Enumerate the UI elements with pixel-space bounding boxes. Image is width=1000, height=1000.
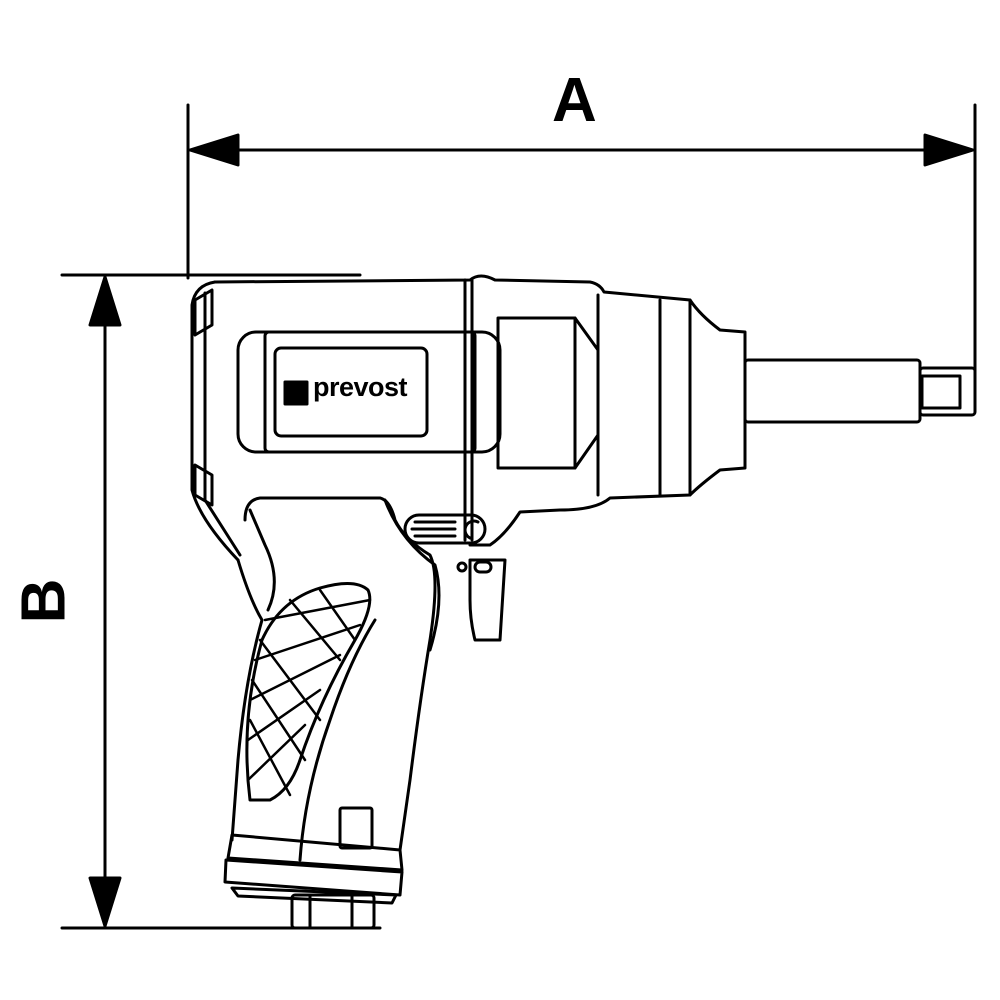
tool-outline	[190, 274, 977, 930]
dimension-b-label: B	[9, 578, 79, 624]
brand-logo: prevost	[313, 372, 408, 402]
dimension-a-lines	[186, 103, 977, 412]
dimension-b-lines	[60, 273, 382, 930]
dimension-a-label: A	[552, 66, 597, 135]
